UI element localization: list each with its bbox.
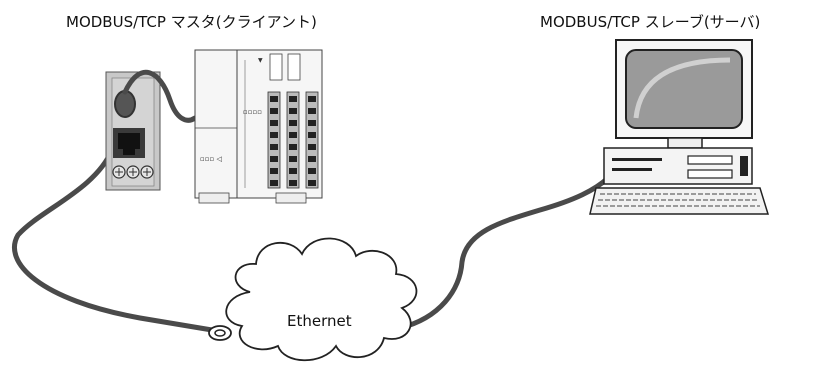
master-cable	[11, 147, 221, 334]
computer-icon	[589, 39, 770, 215]
patch-cable	[122, 69, 198, 123]
plc-icon: ▫▫▫ ◁ ▫▫▫▫ ▼	[194, 49, 323, 204]
svg-text:▫▫▫ ◁: ▫▫▫ ◁	[200, 155, 222, 163]
svg-text:▫▫▫▫: ▫▫▫▫	[243, 108, 262, 116]
slave-label: MODBUS/TCP スレーブ(サーバ)	[540, 13, 761, 31]
network-label: Ethernet	[287, 312, 352, 330]
svg-text:▼: ▼	[258, 57, 263, 64]
master-label: MODBUS/TCP マスタ(クライアント)	[66, 13, 317, 31]
ethernet-port-icon	[105, 71, 161, 191]
slave-cable	[397, 175, 611, 331]
cable-connector-icon	[208, 325, 232, 341]
cloud-icon	[225, 237, 418, 362]
